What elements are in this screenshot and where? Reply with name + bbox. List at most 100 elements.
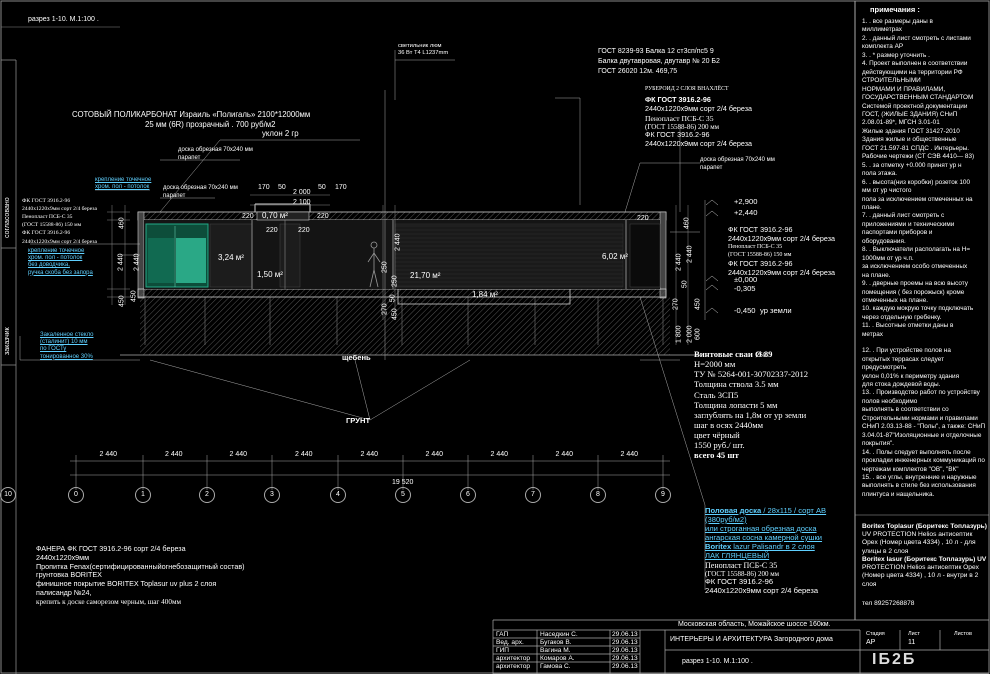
door-mount-line: без доводчика, <box>28 262 70 269</box>
dim-vertical: 450 <box>130 290 138 303</box>
plank-label: парапет <box>163 193 186 199</box>
tb-name: Наседкин С. <box>540 631 578 638</box>
dim: 2 000 <box>293 189 311 196</box>
dim-vertical: 2 440 <box>394 233 402 251</box>
ground-level-label: ур земли <box>760 306 792 315</box>
roof-layer: Пеноплаcт ПСБ-С 35 <box>645 114 714 123</box>
side-tab-customer: заказчик <box>4 327 11 355</box>
room-area: 0,70 м² <box>262 211 288 220</box>
dim: 220 <box>317 213 329 220</box>
right-wall-line: ФК ГОСТ 3916.2-96 <box>728 225 793 234</box>
dim: 50 <box>318 184 326 191</box>
dim-vertical: 2 440 <box>133 253 141 271</box>
note-line: 2.08.01-89*, МГСН 3.01-01 <box>862 119 940 127</box>
screw-line: цвет чёрный <box>694 430 740 441</box>
phone: тел 89257268878 <box>862 600 915 607</box>
left-wall-line: (ГОСТ 15588-86) 150 мм <box>22 222 82 229</box>
tb-role: ГАП <box>496 631 509 638</box>
room-area: 1,50 м² <box>257 270 283 279</box>
tb-date: 29.06.13 <box>612 655 638 662</box>
right-wall-line: 2440х1220х9мм сорт 2/4 береза <box>728 268 835 277</box>
axis-span-dim: 2 440 <box>425 451 444 458</box>
note-line: 8. . Выключатели располагать на Н= <box>862 246 971 254</box>
floor-line: ЛАК ГЛЯНЦЕВЫЙ <box>705 550 770 560</box>
plywood-line: крепить к доске саморезом черным, шаг 40… <box>36 597 182 606</box>
plywood-line: финишное покрытие BORITEX Toplasur uv pl… <box>36 579 217 589</box>
slope-label: уклон 2 гр <box>262 129 299 138</box>
door-mount-spec: крепление точечное хром. пол - потолок б… <box>28 248 93 277</box>
glass-spec: Закаленное стекло (сталинит) 10 мм по ГО… <box>40 332 93 361</box>
axis-marker: 4 <box>330 487 346 503</box>
tb-stage: АР <box>866 639 876 646</box>
note-line: 7. . данный лист смотреть с <box>862 212 945 220</box>
plank-label: парапет <box>178 155 201 161</box>
screw-line: Н=2000 мм <box>694 359 736 370</box>
note-line: мм от ур чистого <box>862 187 912 195</box>
left-wall-line: ФК ГОСТ 3916.2-96 <box>22 198 71 204</box>
axis-marker: 0 <box>68 487 84 503</box>
tb-sheet-name: разрез 1-10. М.1:100 . <box>682 658 753 665</box>
floor-line: Boritex <box>705 541 732 551</box>
boritex-line: слоя <box>862 580 877 588</box>
tb-name: Вагина М. <box>540 647 571 654</box>
left-wall-spec: ФК ГОСТ 3916.2-96 2440х1220х9мм сорт 2/4… <box>22 197 97 246</box>
axis-marker: 10 <box>0 487 16 503</box>
tb-role: архитектор <box>496 663 531 670</box>
right-wall-line: ФК ГОСТ 3916.2-96 <box>728 259 793 268</box>
note-line: пола за исключением отмеченных на <box>862 195 973 203</box>
note-line: 3.04.01-87"Изоляционные и отделочные <box>862 431 982 439</box>
note-line: 10. каждую мокрую точку подключать <box>862 305 974 313</box>
right-wall-line: (ГОСТ 15588-86) 150 мм <box>728 252 792 258</box>
plywood-line: 2440х1220х9мм <box>36 552 90 562</box>
left-wall-line: ФК ГОСТ 3916.2-96 <box>22 230 71 237</box>
dim-vertical: 1 800 <box>675 325 683 343</box>
note-line: 4. Проект выполнен в соответствии <box>862 60 968 68</box>
axis-marker: 2 <box>199 487 215 503</box>
plywood-line: грунтовка BORITEX <box>36 570 102 580</box>
screw-line: всего 45 шт <box>694 450 739 461</box>
axis-span-dim: 2 440 <box>360 451 379 458</box>
note-line: ГОСТ, (ЖИЛЫЕ ЗДАНИЯ) СНиП <box>862 110 958 118</box>
mount-label: хром. пол - потолок <box>95 184 150 190</box>
dim-vertical: 50 <box>389 294 397 303</box>
screw-line: Винтовые сваи Ø 89 <box>694 349 773 359</box>
door-mount-line: хром. пол - потолок <box>28 255 83 262</box>
note-line: пола этажа. <box>862 170 898 178</box>
tb-role: архитектор <box>496 655 531 662</box>
tb-sheets-header: Листов <box>954 631 972 637</box>
note-line: 15. . все углы, внутренние и наружные <box>862 474 977 482</box>
right-wall-line: 2440х1220х9мм сорт 2/4 береза <box>728 234 835 243</box>
section-label: разрез 1-10. М.1:100 . <box>28 16 99 23</box>
tb-sheet-header: Лист <box>908 631 920 637</box>
floor-line: / 28x115 / сорт АВ <box>761 506 827 515</box>
note-line: выполнять в стиле без использования <box>862 482 976 490</box>
note-line: ГОСУДАРСТВЕННЫМ СТАНДАРТОМ <box>862 94 974 102</box>
axis-span-dim: 2 440 <box>99 451 118 458</box>
note-line: метрах <box>862 330 883 338</box>
axis-span-dim: 2 440 <box>490 451 509 458</box>
left-wall-line: 2440х1220х9мм сорт 2/4 береза <box>22 238 97 245</box>
dim-vertical: 250 <box>391 275 399 288</box>
note-line: за исключением особо отмеченных <box>862 263 968 271</box>
tb-role: Вед. арх. <box>496 639 524 646</box>
dim: 220 <box>242 213 254 220</box>
elevation-mark: ±0,000 <box>734 275 758 284</box>
tb-date: 29.06.13 <box>612 647 638 654</box>
note-line: 3. . * размер уточнить . <box>862 51 930 59</box>
dim: 220 <box>266 227 278 234</box>
floor-line: Пеноплаcт ПСБ-С 35 <box>705 560 778 570</box>
dim-vertical: 50 <box>681 280 689 289</box>
note-line: плане. <box>862 203 882 211</box>
glass-line: тонированное 30% <box>40 353 93 360</box>
room-area: 6,02 м² <box>602 252 628 261</box>
left-wall-line: 2440х1220х9мм сорт 2/4 береза <box>22 206 97 213</box>
floor-line: Половая доска <box>705 506 762 515</box>
gravel-label: щебень <box>342 353 371 362</box>
gost-beam: Балка двутавровая, двутавр № 20 Б2 <box>598 58 720 65</box>
note-line: выполнять в соответствии со <box>862 406 949 414</box>
plywood-line: ФАНЕРА ФК ГОСТ 3916.2-96 сорт 2/4 береза <box>36 544 186 553</box>
boritex-line: Opex (Номер цвета 4334) , 10 л - для <box>862 539 976 547</box>
dim: 170 <box>258 184 270 191</box>
note-line: 11. . Высотные отметки даны в <box>862 322 954 330</box>
